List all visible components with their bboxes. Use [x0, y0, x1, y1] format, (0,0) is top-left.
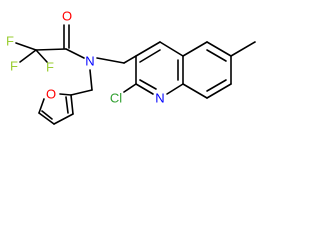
bond-r-2 — [206, 41, 232, 57]
atom-cl: Cl — [110, 90, 122, 105]
atom-f3: F — [46, 59, 54, 74]
bond-furan-5 — [59, 93, 72, 96]
bond-c-n — [65, 48, 85, 59]
atom-o-furan: O — [46, 86, 56, 101]
bond-ch2b-furan — [70, 89, 93, 96]
bond-n-ch2b — [89, 69, 93, 91]
bond-r-2b — [206, 49, 227, 62]
atom-f2: F — [10, 58, 18, 73]
bond-furan-1b — [65, 96, 69, 114]
bond-q-2 — [159, 41, 184, 57]
bond-c-f2 — [19, 49, 37, 63]
bond-r-5 — [182, 83, 208, 99]
bond-c-cl — [123, 83, 137, 93]
bond-q-5 — [135, 83, 154, 95]
bond-r-4b — [206, 79, 227, 92]
bond-c-f3 — [35, 49, 48, 63]
atom-f1: F — [6, 33, 14, 48]
bond-r-1 — [182, 41, 208, 57]
bond-cf3-c — [35, 48, 67, 51]
bond-q-4 — [166, 83, 184, 95]
bond-q-1b — [139, 49, 161, 63]
bond-r-4 — [206, 83, 232, 99]
atom-n-quinoline: N — [155, 90, 164, 105]
bond-n-ch2a — [96, 57, 125, 64]
bond-q-1 — [135, 41, 161, 57]
bond-furan-4 — [38, 98, 45, 114]
chemical-structure: F F F O N O Cl N — [6, 8, 256, 125]
bond-furan-3 — [38, 112, 55, 125]
bond-furan-1 — [70, 94, 74, 115]
bonds — [15, 24, 256, 125]
bond-furan-2 — [53, 113, 74, 125]
bond-furan-3b — [41, 110, 53, 120]
bond-methyl — [230, 41, 256, 57]
bond-ch2a-ring — [123, 55, 137, 64]
bond-q-5b — [139, 79, 157, 90]
bond-c-f1 — [15, 42, 37, 51]
atom-n-amide: N — [85, 53, 94, 68]
atom-labels: F F F O N O Cl N — [6, 8, 165, 105]
atom-o-carbonyl: O — [62, 8, 72, 23]
